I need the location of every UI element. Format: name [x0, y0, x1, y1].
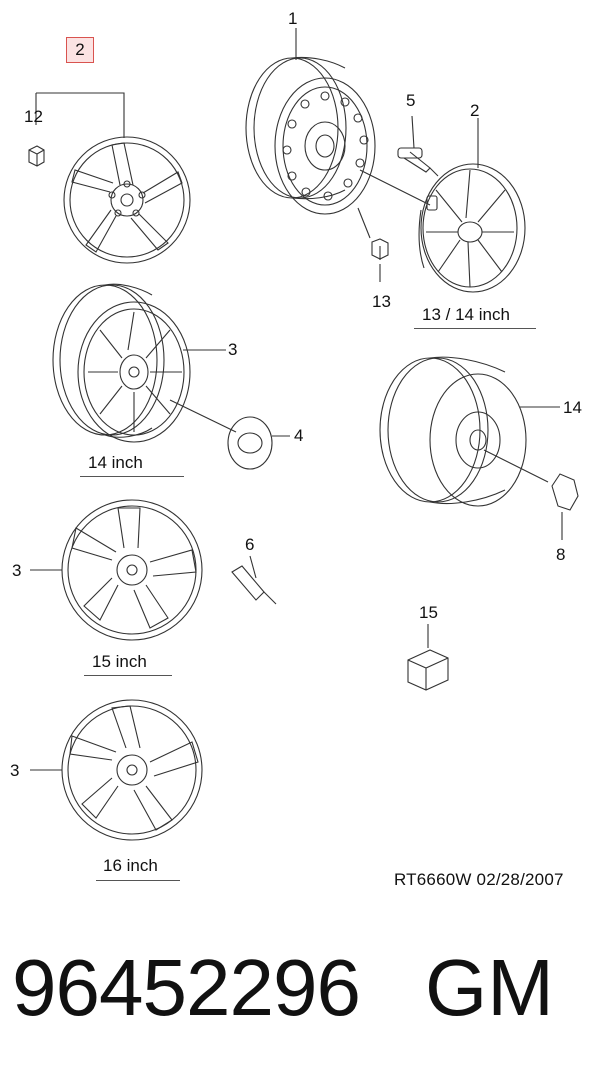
caption-rule-13-14-inch: [414, 328, 536, 329]
steel-wheel-1: [245, 28, 376, 215]
alloy-wheel-14-inch: [52, 283, 237, 443]
wheel-cover-2: [418, 118, 526, 293]
caption-16-inch: 16 inch: [103, 856, 158, 875]
callout-2-label: 2: [75, 40, 85, 59]
part-number: 96452296: [12, 943, 361, 1032]
callout-12: 12: [24, 107, 43, 126]
callout-8: 8: [556, 545, 566, 564]
valve-stem-5: [397, 115, 439, 177]
callout-3-14-inch: 3: [228, 340, 238, 359]
callout-3-15-inch: 3: [12, 561, 22, 580]
callout-14: 14: [563, 398, 582, 417]
assembly-bracket: [35, 92, 125, 138]
alloy-wheel-15-inch: [30, 499, 203, 641]
callout-2: 2: [470, 101, 480, 120]
spare-wheel-14: [379, 356, 560, 507]
caption-15-inch: 15 inch: [92, 652, 147, 671]
callout-13: 13: [372, 292, 391, 311]
drawing-reference: RT6660W 02/28/2007: [394, 870, 564, 889]
caption-14-inch: 14 inch: [88, 453, 143, 472]
valve-6: [231, 555, 277, 605]
callout-15: 15: [419, 603, 438, 622]
caption-rule-14-inch: [80, 476, 184, 477]
lug-nut-12: [28, 145, 45, 167]
steel-wheel-vent-holes: [282, 91, 369, 201]
caption-rule-15-inch: [84, 675, 172, 676]
callout-6: 6: [245, 535, 255, 554]
callout-5: 5: [406, 91, 416, 110]
alloy-wheel-16-inch: [30, 699, 203, 841]
callout-4: 4: [294, 426, 304, 445]
sensor-15: [407, 624, 449, 691]
callout-2-highlighted: 2: [66, 37, 94, 63]
center-cap-4: [227, 416, 290, 470]
callout-1: 1: [288, 9, 298, 28]
caption-rule-16-inch: [96, 880, 180, 881]
callout-3-16-inch: 3: [10, 761, 20, 780]
leader-hubcap-1: [359, 169, 431, 206]
wheel-nut-13: [357, 207, 389, 282]
spare-clamp-8: [551, 473, 579, 540]
alloy-wheel-assembly: [63, 136, 191, 264]
wheel-parts-illustration: [28, 28, 579, 841]
brand-name: GM: [425, 943, 554, 1032]
caption-13-14-inch: 13 / 14 inch: [422, 305, 510, 324]
